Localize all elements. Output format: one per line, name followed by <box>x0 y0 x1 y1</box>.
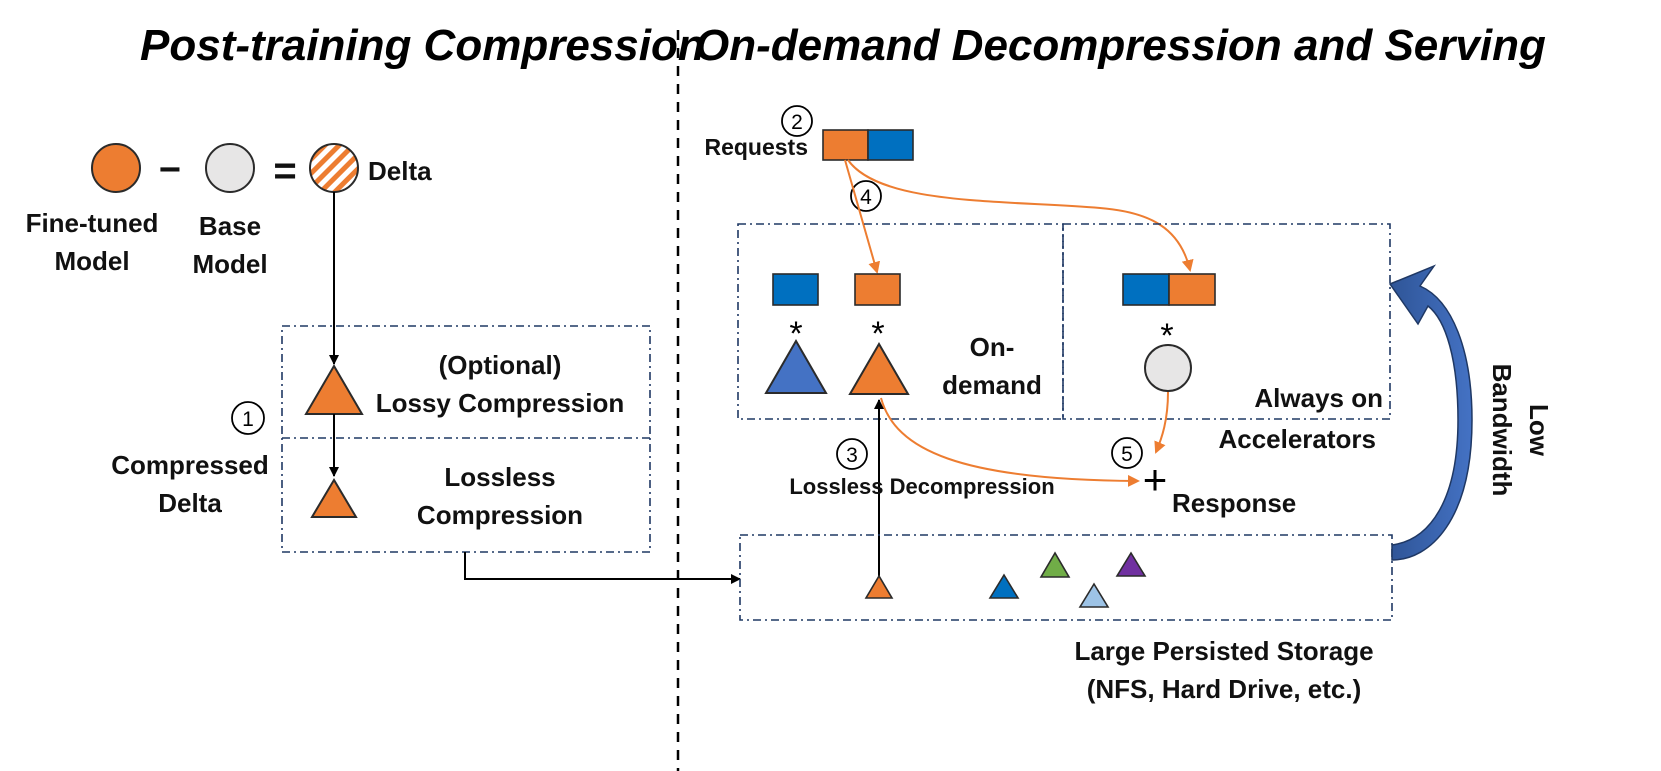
delta-icon <box>309 143 359 193</box>
lossy-label-line2: Lossy Compression <box>376 388 625 418</box>
lossy-compressed-triangle <box>304 364 364 415</box>
step-3-badge <box>836 438 868 470</box>
step-3-number: 3 <box>846 444 858 467</box>
storage-box <box>739 534 1393 621</box>
delta-to-response-arrow <box>880 397 1140 487</box>
storage-label-line1: Large Persisted Storage <box>1074 636 1373 666</box>
storage-blue-delta <box>988 573 1020 599</box>
lossless-label-line2: Compression <box>417 500 583 530</box>
lossy-label-line1: (Optional) <box>439 350 562 380</box>
equals-sign: = <box>273 149 296 193</box>
lossless-decompression-label: Lossless Decompression <box>789 474 1054 499</box>
storage-green-delta <box>1039 551 1071 578</box>
storage-orange-delta <box>864 574 894 599</box>
plus-sign: + <box>1143 456 1168 503</box>
step-4-badge <box>850 180 882 212</box>
always-on-box <box>1062 223 1391 420</box>
on-demand-box <box>737 223 1064 420</box>
on-demand-label-line2: demand <box>942 370 1042 400</box>
on-demand-blue-model <box>764 338 828 394</box>
base-model-icon <box>205 143 255 193</box>
delta-label: Delta <box>368 156 432 186</box>
on-demand-blue-request <box>772 273 819 306</box>
on-demand-orange-request <box>854 273 901 306</box>
route-to-always-on-arrow <box>847 159 1194 272</box>
storage-purple-delta <box>1115 551 1147 577</box>
storage-label-line2: (NFS, Hard Drive, etc.) <box>1087 674 1362 704</box>
on-demand-orange-model <box>848 342 910 395</box>
lossless-compressed-triangle <box>310 478 358 518</box>
step-4-number: 4 <box>860 186 872 209</box>
on-demand-label-line1: On- <box>970 332 1015 362</box>
on-demand-star-2: * <box>871 315 884 353</box>
storage-light-blue-delta <box>1078 582 1110 608</box>
base-to-response-arrow <box>1154 391 1169 454</box>
low-label: Low <box>1524 404 1554 457</box>
right-section-title: On-demand Decompression and Serving <box>695 21 1546 70</box>
minus-sign: − <box>159 149 181 191</box>
finetuned-model-icon <box>91 143 141 193</box>
always-on-label-line2: Accelerators <box>1218 424 1376 454</box>
request-orange <box>822 129 869 161</box>
step-5-badge <box>1111 437 1143 469</box>
base-label-line1: Base <box>199 211 261 241</box>
request-blue <box>867 129 914 161</box>
step-1-number: 1 <box>242 408 254 431</box>
always-on-label-line1: Always on <box>1254 383 1383 413</box>
requests-label: Requests <box>704 134 808 160</box>
finetuned-label-line2: Model <box>54 246 129 276</box>
bandwidth-label: Bandwidth <box>1487 364 1517 497</box>
always-on-base-model <box>1144 344 1192 392</box>
compressed-delta-line1: Compressed <box>111 450 269 480</box>
always-on-orange-request <box>1168 273 1216 306</box>
response-label: Response <box>1172 488 1296 518</box>
lossless-label-line1: Lossless <box>444 462 555 492</box>
finetuned-label-line1: Fine-tuned <box>26 208 159 238</box>
base-label-line2: Model <box>192 249 267 279</box>
on-demand-star-1: * <box>789 315 802 353</box>
always-on-blue-request <box>1122 273 1170 306</box>
left-section-title: Post-training Compression <box>140 21 705 70</box>
compressed-delta-line2: Delta <box>158 488 222 518</box>
low-bandwidth-arrow <box>1388 264 1473 561</box>
step-5-number: 5 <box>1121 443 1133 466</box>
route-to-on-demand-arrow <box>844 159 881 274</box>
step-1-badge <box>231 401 265 435</box>
step-2-number: 2 <box>791 111 803 134</box>
step-2-badge <box>781 105 813 137</box>
compression-to-storage-arrow <box>464 552 741 584</box>
